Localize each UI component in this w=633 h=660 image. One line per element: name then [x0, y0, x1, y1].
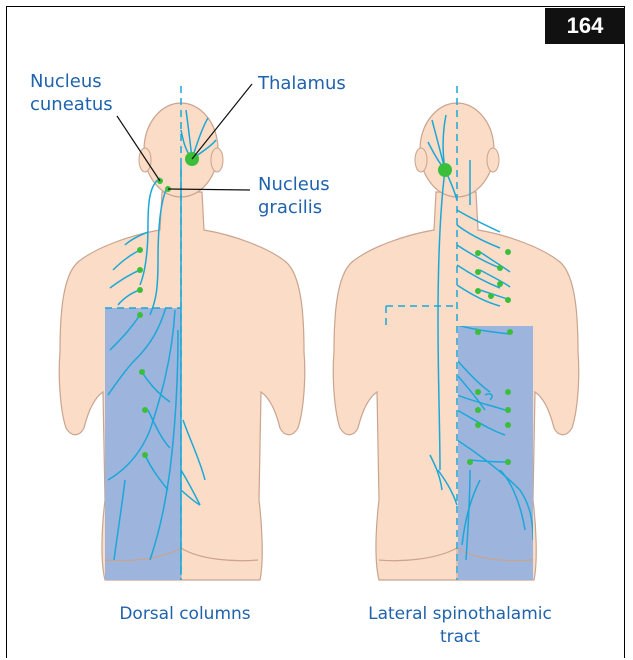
label-thalamus: Thalamus	[258, 72, 346, 95]
label-nucleus-gracilis: Nucleus gracilis	[258, 173, 330, 219]
right-thalamus-node	[438, 163, 452, 177]
label-nucleus-cuneatus: Nucleus cuneatus	[30, 70, 113, 116]
left-body-figure	[59, 84, 305, 580]
right-dermatome-region	[458, 326, 533, 580]
left-body-silhouette	[59, 192, 305, 580]
right-body-silhouette	[333, 192, 579, 580]
caption-lateral-spinothalamic-tract: Lateral spinothalamic tract	[345, 603, 575, 649]
caption-dorsal-columns: Dorsal columns	[90, 603, 280, 626]
left-ear-right	[211, 148, 223, 172]
right-body-figure	[333, 86, 579, 580]
